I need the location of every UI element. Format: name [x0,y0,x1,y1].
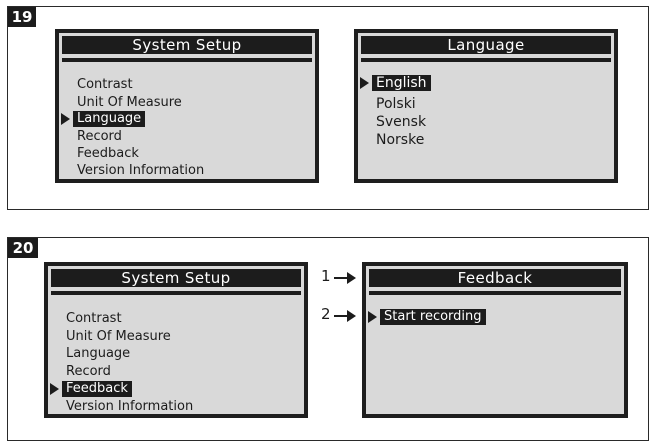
language-option-english[interactable]: English [372,75,431,91]
callout-number-2: 2 [321,305,331,323]
callout-arrow-1 [334,272,356,284]
menu-item-unit-of-measure[interactable]: Unit Of Measure [77,95,182,110]
start-recording-option[interactable]: Start recording [380,309,486,325]
callout-arrow-2 [334,310,356,322]
menu-item-unit-of-measure[interactable]: Unit Of Measure [66,329,171,344]
feedback-screen: Feedback Start recording [362,262,628,418]
language-option-norske[interactable]: Norske [376,132,425,148]
title-divider [62,58,312,62]
selection-pointer-icon [360,77,369,89]
menu-item-contrast[interactable]: Contrast [77,77,133,92]
figure-20-panel: 20 System Setup Contrast Unit Of Measure… [7,237,649,441]
title-divider [51,291,301,295]
language-option-svensk[interactable]: Svensk [376,114,427,130]
menu-item-contrast[interactable]: Contrast [66,311,122,326]
screen-title: System Setup [51,269,301,287]
menu-item-feedback[interactable]: Feedback [77,146,139,161]
selection-pointer-icon [368,311,377,323]
callout-number-1: 1 [321,267,331,285]
selection-pointer-icon [61,113,70,125]
figure-19-panel: 19 System Setup Contrast Unit Of Measure… [7,6,649,210]
title-divider [361,58,611,62]
figure-20-badge: 20 [8,238,38,258]
menu-item-record[interactable]: Record [77,129,122,144]
screen-title: Feedback [369,269,621,287]
language-option-polski[interactable]: Polski [376,96,416,112]
menu-item-language[interactable]: Language [66,346,131,361]
system-setup-screen: System Setup Contrast Unit Of Measure La… [44,262,308,418]
figure-19-badge: 19 [8,7,36,27]
language-screen: Language English Polski Svensk Norske [354,29,618,183]
screen-title: Language [361,36,611,54]
selection-pointer-icon [50,383,59,395]
menu-item-feedback[interactable]: Feedback [62,381,132,397]
title-divider [369,291,621,295]
menu-item-version-information[interactable]: Version Information [77,163,205,178]
menu-item-language[interactable]: Language [73,111,146,127]
menu-item-record[interactable]: Record [66,364,111,379]
screen-title: System Setup [62,36,312,54]
system-setup-screen: System Setup Contrast Unit Of Measure La… [55,29,319,183]
menu-item-version-information[interactable]: Version Information [66,399,194,414]
